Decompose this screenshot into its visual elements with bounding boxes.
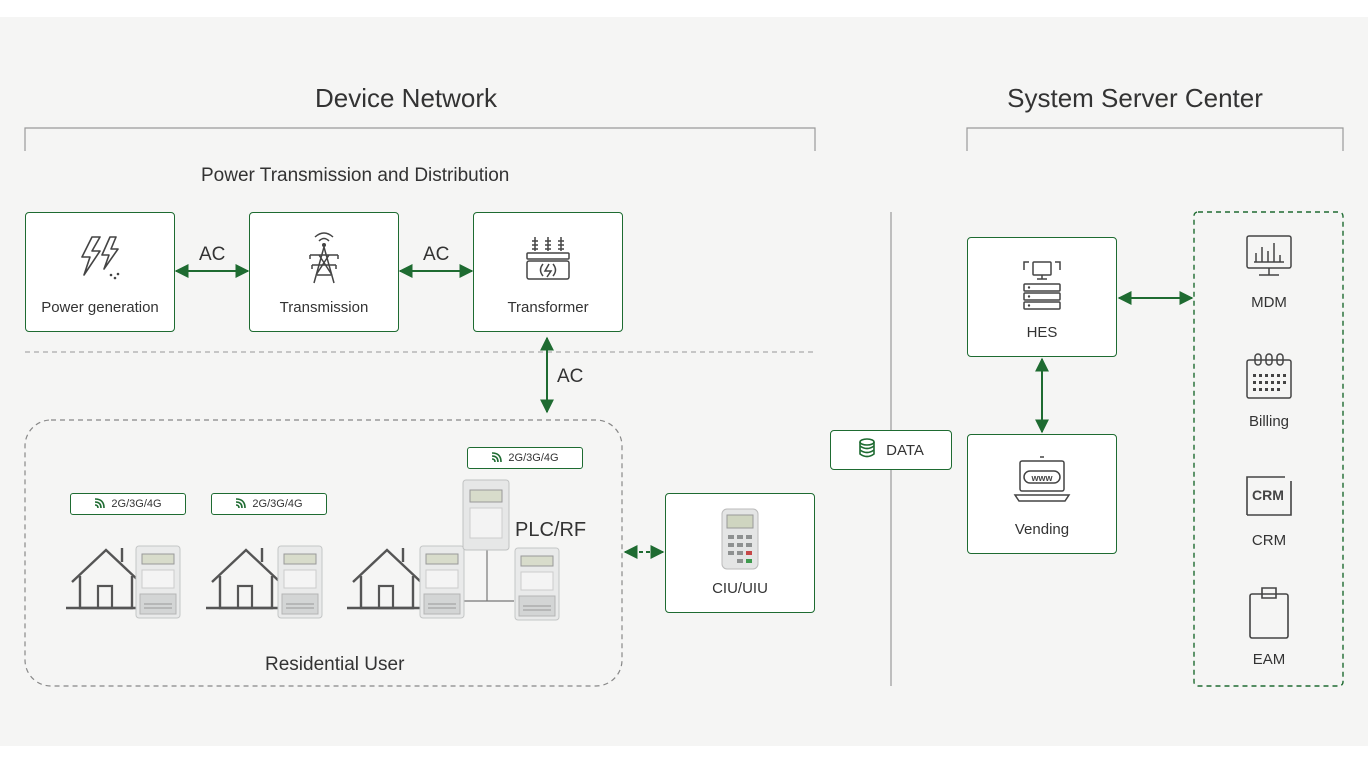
services-container [1193, 211, 1344, 687]
service-eam[interactable]: EAM [1196, 586, 1342, 668]
hes-node[interactable]: HES [967, 237, 1117, 357]
ac-label-2: AC [423, 244, 450, 265]
diagram-canvas [0, 17, 1368, 746]
vending-node[interactable]: www Vending [967, 434, 1117, 554]
transformer-node[interactable]: Transformer [473, 212, 623, 332]
database-icon [858, 437, 876, 463]
service-billing[interactable]: Billing [1196, 352, 1342, 430]
smart-meter-1 [135, 545, 181, 619]
transformer-icon [522, 233, 574, 288]
house-icon-1 [64, 546, 148, 610]
data-label: DATA [886, 441, 924, 459]
vending-label: Vending [1014, 521, 1070, 538]
clipboard-icon [1244, 587, 1294, 644]
transmission-tower-icon [302, 229, 346, 290]
server-center-bracket [966, 127, 1344, 151]
service-crm[interactable]: CRM CRM [1196, 471, 1342, 549]
house-icon-3 [345, 546, 429, 610]
system-server-center-title: System Server Center [1007, 83, 1263, 113]
smart-meter-3 [419, 545, 465, 619]
residential-user-label: Residential User [265, 654, 405, 675]
residential-container [24, 419, 623, 687]
device-network-bracket [24, 127, 816, 151]
mdm-label: MDM [1251, 294, 1287, 311]
server-icon [1019, 258, 1065, 315]
service-mdm[interactable]: MDM [1196, 233, 1342, 311]
network-badge-1: 2G/3G/4G [70, 493, 186, 515]
transformer-label: Transformer [507, 299, 589, 316]
signal-icon [95, 498, 106, 509]
signal-icon [236, 498, 247, 509]
hes-label: HES [1026, 324, 1058, 341]
billing-label: Billing [1248, 413, 1290, 430]
house-icon-2 [204, 546, 288, 610]
transmission-node[interactable]: Transmission [249, 212, 399, 332]
svg-text:www: www [1030, 473, 1053, 483]
calendar-icon [1244, 353, 1294, 406]
www-laptop-icon: www [1013, 455, 1071, 508]
keypad-unit-icon [720, 508, 760, 575]
power-generation-label: Power generation [41, 299, 159, 316]
ac-label-3: AC [557, 366, 584, 387]
device-network-title: Device Network [314, 83, 498, 113]
eam-label: EAM [1252, 651, 1286, 668]
data-concentrator [462, 479, 510, 551]
monitor-chart-icon [1244, 235, 1294, 287]
transmission-label: Transmission [279, 299, 369, 316]
transmission-heading: Power Transmission and Distribution [201, 165, 510, 186]
signal-icon [492, 452, 503, 463]
crm-icon-text: CRM [1252, 487, 1284, 503]
smart-meter-2 [277, 545, 323, 619]
crm-icon: CRM [1244, 476, 1294, 525]
ciu-uiu-node[interactable]: CIU/UIU [665, 493, 815, 613]
network-badge-2: 2G/3G/4G [211, 493, 327, 515]
residential-devices [64, 479, 560, 621]
plc-rf-label: PLC/RF [515, 519, 587, 541]
ac-label-1: AC [199, 244, 226, 265]
network-badge-3: 2G/3G/4G [467, 447, 583, 469]
smart-meter-4 [514, 547, 560, 621]
data-link-node[interactable]: DATA [830, 430, 952, 470]
lightning-icon [78, 235, 122, 286]
power-generation-node[interactable]: Power generation [25, 212, 175, 332]
crm-label: CRM [1251, 532, 1287, 549]
ciu-uiu-label: CIU/UIU [712, 580, 768, 597]
